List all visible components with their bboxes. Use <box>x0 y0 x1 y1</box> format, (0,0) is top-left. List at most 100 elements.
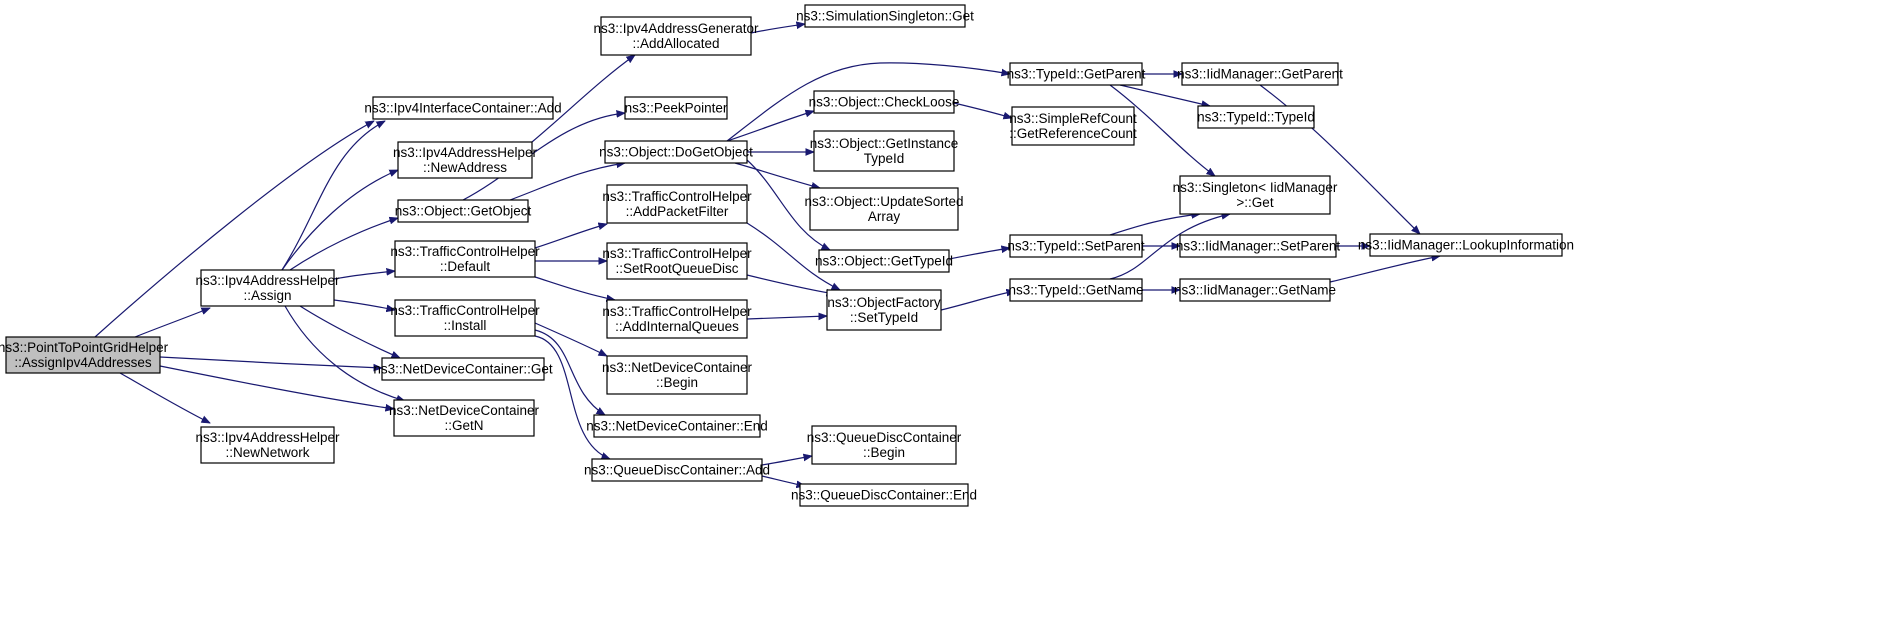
edge-arrow <box>734 162 820 188</box>
edge-obj_dogetobject-to-obj_checkloose <box>726 111 814 142</box>
node-ndc-getn[interactable]: ns3::NetDeviceContainer::GetN <box>389 399 540 437</box>
node-tch-addinternalq[interactable]: ns3::TrafficControlHelper::AddInternalQu… <box>602 299 752 339</box>
edge-arrow <box>726 111 814 142</box>
edge-arrow <box>750 24 805 34</box>
node-singleton-get[interactable]: ns3::Singleton< IidManager >::Get <box>1173 175 1338 215</box>
node-box <box>799 483 969 507</box>
node-obj-gettypeid[interactable]: ns3::Object::GetTypeId <box>815 249 953 273</box>
edge-obj_checkloose-to-simplerefcount <box>953 102 1012 118</box>
node-box <box>5 336 161 374</box>
node-qdc-add[interactable]: ns3::QueueDiscContainer::Add <box>584 458 770 482</box>
node-iidm-getname[interactable]: ns3::IidManager::GetName <box>1174 278 1336 302</box>
node-label-line: ns3::TypeId::GetName <box>1008 283 1143 298</box>
node-box <box>397 141 533 179</box>
edge-arrow <box>534 224 607 249</box>
node-label-line: ns3::IidManager::GetName <box>1174 283 1336 298</box>
node-simsingleton-get[interactable]: ns3::SimulationSingleton::Get <box>796 4 974 28</box>
node-tch-addpacketfilter[interactable]: ns3::TrafficControlHelper::AddPacketFilt… <box>602 184 752 224</box>
node-ndc-get[interactable]: ns3::NetDeviceContainer::Get <box>373 357 553 381</box>
node-box <box>606 355 748 395</box>
node-simplerefcount[interactable]: ns3::SimpleRefCount::GetReferenceCount <box>1009 106 1137 146</box>
edge-tch_addinternalq-to-objfactory_settypeid <box>746 316 827 319</box>
node-label-line: ns3::Ipv4AddressHelper <box>393 145 538 160</box>
edge-arrow <box>953 102 1012 118</box>
node-tch-default[interactable]: ns3::TrafficControlHelper::Default <box>390 240 540 278</box>
node-box <box>1181 62 1339 86</box>
edge-arrow <box>1109 214 1230 280</box>
node-label-line: ns3::TrafficControlHelper <box>602 304 752 319</box>
node-ipv4ah-newaddr[interactable]: ns3::Ipv4AddressHelper::NewAddress <box>393 141 538 179</box>
node-box <box>809 187 959 231</box>
node-ipv4ah-assign[interactable]: ns3::Ipv4AddressHelper::Assign <box>195 269 340 307</box>
node-box <box>624 96 728 120</box>
node-label-line: ns3::NetDeviceContainer::End <box>586 419 768 434</box>
edge-tch_install-to-ndc_begin <box>534 322 607 357</box>
node-typeid-getname[interactable]: ns3::TypeId::GetName <box>1008 278 1144 302</box>
node-iidm-setparent[interactable]: ns3::IidManager::SetParent <box>1176 234 1341 258</box>
node-iidm-lookup[interactable]: ns3::IidManager::LookupInformation <box>1358 233 1574 257</box>
edge-arrow <box>746 222 840 291</box>
node-obj-checkloose[interactable]: ns3::Object::CheckLoose <box>809 90 960 114</box>
node-typeid-typeid[interactable]: ns3::TypeId::TypeId <box>1197 105 1315 129</box>
node-objfactory-settypeid[interactable]: ns3::ObjectFactory::SetTypeId <box>826 289 942 331</box>
edge-arrow <box>1329 256 1440 283</box>
edge-obj_gettypeid-to-typeid_setparent <box>948 248 1010 260</box>
node-ipv4ag-addalloc[interactable]: ns3::Ipv4AddressGenerator::AddAllocated <box>593 16 759 56</box>
node-obj-dogetobject[interactable]: ns3::Object::DoGetObject <box>599 140 753 164</box>
node-label-line: ::AddInternalQueues <box>615 319 739 334</box>
edge-arrow <box>159 365 394 409</box>
edge-arrow <box>94 120 374 338</box>
node-label-line: ns3::PointToPointGridHelper <box>0 340 169 355</box>
edge-ipv4ah_assign-to-tch_install <box>333 299 395 310</box>
edge-obj_getobject-to-obj_dogetobject <box>509 163 625 201</box>
node-label-line: ns3::Object::CheckLoose <box>809 95 960 110</box>
node-ndc-end[interactable]: ns3::NetDeviceContainer::End <box>586 414 768 438</box>
edge-ipv4ah_assign-to-tch_default <box>333 271 395 280</box>
edge-arrow <box>281 169 398 271</box>
node-tch-install[interactable]: ns3::TrafficControlHelper::Install <box>390 299 540 337</box>
node-box <box>813 90 955 114</box>
node-typeid-setparent[interactable]: ns3::TypeId::SetParent <box>1007 234 1145 258</box>
edge-obj_dogetobject-to-typeid_getparent <box>726 62 1010 142</box>
edge-ipv4ah_assign-to-ndc_getn <box>284 305 405 401</box>
node-label-line: ::AssignIpv4Addresses <box>14 355 152 370</box>
node-tch-setrootqd[interactable]: ns3::TrafficControlHelper::SetRootQueueD… <box>602 242 752 280</box>
node-box <box>826 289 942 331</box>
edge-arrow <box>1109 84 1215 176</box>
edge-tch_install-to-qdc_add <box>534 335 610 460</box>
node-label-line: ns3::SimulationSingleton::Get <box>796 9 974 24</box>
node-peekpointer[interactable]: ns3::PeekPointer <box>624 96 728 120</box>
node-label-line: ns3::QueueDiscContainer::Add <box>584 463 770 478</box>
node-label-line: ::AddPacketFilter <box>626 204 729 219</box>
node-box <box>606 184 748 224</box>
node-typeid-getparent[interactable]: ns3::TypeId::GetParent <box>1007 62 1146 86</box>
node-ipv4ah-newnet[interactable]: ns3::Ipv4AddressHelper::NewNetwork <box>195 426 340 464</box>
node-ndc-begin[interactable]: ns3::NetDeviceContainer::Begin <box>602 355 753 395</box>
edge-arrow <box>746 159 830 251</box>
edge-root-to-ndc_get <box>159 356 382 368</box>
edge-arrow <box>746 316 827 319</box>
node-ipv4ic-add[interactable]: ns3::Ipv4InterfaceContainer::Add <box>364 96 562 120</box>
node-label-line: ns3::Ipv4InterfaceContainer::Add <box>364 101 561 116</box>
edge-arrow <box>534 322 607 357</box>
edge-arrow <box>761 475 805 486</box>
node-label-line: ::NewAddress <box>423 160 507 175</box>
node-label-line: ::SetRootQueueDisc <box>615 261 738 276</box>
node-box <box>1009 62 1143 86</box>
node-root[interactable]: ns3::PointToPointGridHelper::AssignIpv4A… <box>0 336 169 374</box>
node-label-line: ns3::PeekPointer <box>625 101 728 116</box>
node-box <box>397 199 529 223</box>
node-qdc-begin[interactable]: ns3::QueueDiscContainer::Begin <box>807 425 962 465</box>
node-iidm-getparent[interactable]: ns3::IidManager::GetParent <box>1177 62 1343 86</box>
node-qdc-end[interactable]: ns3::QueueDiscContainer::End <box>791 483 977 507</box>
node-label-line: ns3::Ipv4AddressHelper <box>195 430 340 445</box>
edge-root-to-ndc_getn <box>159 365 394 409</box>
node-obj-getobject[interactable]: ns3::Object::GetObject <box>395 199 532 223</box>
node-label-line: ns3::Singleton< IidManager <box>1173 180 1338 195</box>
node-box <box>593 414 761 438</box>
edge-typeid_getparent-to-singleton_get <box>1109 84 1215 176</box>
node-box <box>394 299 536 337</box>
node-label-line: ns3::Object::GetInstance <box>810 136 959 151</box>
